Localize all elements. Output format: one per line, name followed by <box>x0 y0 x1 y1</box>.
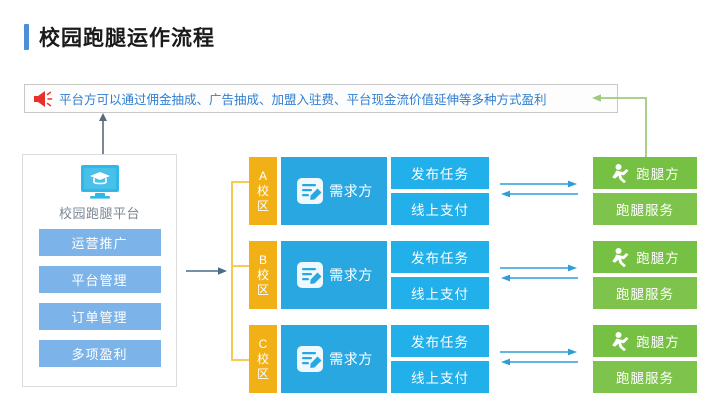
connector-runner-to-banner <box>590 92 652 162</box>
task-column-b: 发布任务 线上支付 <box>391 241 489 309</box>
document-pen-icon <box>295 344 325 374</box>
connector-campus-bracket <box>228 180 252 362</box>
runner-party-label-a: 跑腿方 <box>636 167 680 182</box>
demand-box-b[interactable]: 需求方 <box>281 241 387 309</box>
task-column-c: 发布任务 线上支付 <box>391 325 489 393</box>
task-column-a: 发布任务 线上支付 <box>391 157 489 225</box>
platform-button-management[interactable]: 平台管理 <box>38 266 161 293</box>
page-title-text: 校园跑腿运作流程 <box>39 27 215 50</box>
flow-row-b: B 校 区 需求方 发布任务 线上支付 <box>249 241 489 309</box>
connector-platform-to-campus <box>186 265 228 277</box>
platform-button-operations[interactable]: 运营推广 <box>38 229 161 256</box>
platform-panel: 校园跑腿平台 运营推广 平台管理 订单管理 多项盈利 <box>22 154 177 387</box>
publish-task-c[interactable]: 发布任务 <box>391 325 489 357</box>
campus-tag-char: C <box>258 336 268 351</box>
campus-tag-char: 校 <box>256 351 269 366</box>
runner-group-b: 跑腿方 跑腿服务 <box>593 241 697 309</box>
connector-exchange-c <box>500 346 578 370</box>
campus-tag-char: 校 <box>256 267 269 282</box>
runner-party-label-b: 跑腿方 <box>636 251 680 266</box>
publish-task-a[interactable]: 发布任务 <box>391 157 489 189</box>
online-payment-c[interactable]: 线上支付 <box>391 361 489 393</box>
demand-box-a[interactable]: 需求方 <box>281 157 387 225</box>
online-payment-b[interactable]: 线上支付 <box>391 277 489 309</box>
document-pen-icon <box>295 176 325 206</box>
demand-label-a: 需求方 <box>329 183 373 199</box>
running-person-icon <box>610 247 631 268</box>
runner-group-c: 跑腿方 跑腿服务 <box>593 325 697 393</box>
runner-service-a[interactable]: 跑腿服务 <box>593 193 697 225</box>
platform-label: 校园跑腿平台 <box>58 206 140 221</box>
runner-party-label-c: 跑腿方 <box>636 335 680 350</box>
campus-tag-a[interactable]: A 校 区 <box>249 157 277 225</box>
page-title: 校园跑腿运作流程 <box>24 22 215 52</box>
runner-group-a: 跑腿方 跑腿服务 <box>593 157 697 225</box>
flow-row-a: A 校 区 需求方 发布任务 线上支付 <box>249 157 489 225</box>
campus-tag-b[interactable]: B 校 区 <box>249 241 277 309</box>
profit-banner-text: 平台方可以通过佣金抽成、广告抽成、加盟入驻费、平台现金流价值延伸等多种方式盈利 <box>59 93 547 107</box>
publish-task-b[interactable]: 发布任务 <box>391 241 489 273</box>
platform-button-orders[interactable]: 订单管理 <box>38 303 161 330</box>
title-accent-bar <box>24 24 29 50</box>
runner-party-b[interactable]: 跑腿方 <box>593 241 697 273</box>
runner-party-a[interactable]: 跑腿方 <box>593 157 697 189</box>
campus-tag-char: A <box>258 168 267 183</box>
campus-tag-c[interactable]: C 校 区 <box>249 325 277 393</box>
campus-tag-char: 区 <box>256 282 269 297</box>
campus-tag-char: B <box>258 252 267 267</box>
megaphone-icon <box>32 89 54 109</box>
running-person-icon <box>610 331 631 352</box>
connector-exchange-a <box>500 178 578 202</box>
monitor-graduation-cap-icon <box>79 164 121 200</box>
connector-platform-to-banner <box>96 113 110 155</box>
demand-label-b: 需求方 <box>329 267 373 283</box>
demand-box-c[interactable]: 需求方 <box>281 325 387 393</box>
runner-service-b[interactable]: 跑腿服务 <box>593 277 697 309</box>
profit-banner: 平台方可以通过佣金抽成、广告抽成、加盟入驻费、平台现金流价值延伸等多种方式盈利 <box>24 84 618 113</box>
document-pen-icon <box>295 260 325 290</box>
platform-button-profit[interactable]: 多项盈利 <box>38 340 161 367</box>
campus-tag-char: 校 <box>256 183 269 198</box>
demand-label-c: 需求方 <box>329 351 373 367</box>
campus-tag-char: 区 <box>256 198 269 213</box>
campus-tag-char: 区 <box>256 366 269 381</box>
runner-service-c[interactable]: 跑腿服务 <box>593 361 697 393</box>
runner-party-c[interactable]: 跑腿方 <box>593 325 697 357</box>
connector-exchange-b <box>500 262 578 286</box>
online-payment-a[interactable]: 线上支付 <box>391 193 489 225</box>
running-person-icon <box>610 163 631 184</box>
flow-row-c: C 校 区 需求方 发布任务 线上支付 <box>249 325 489 393</box>
